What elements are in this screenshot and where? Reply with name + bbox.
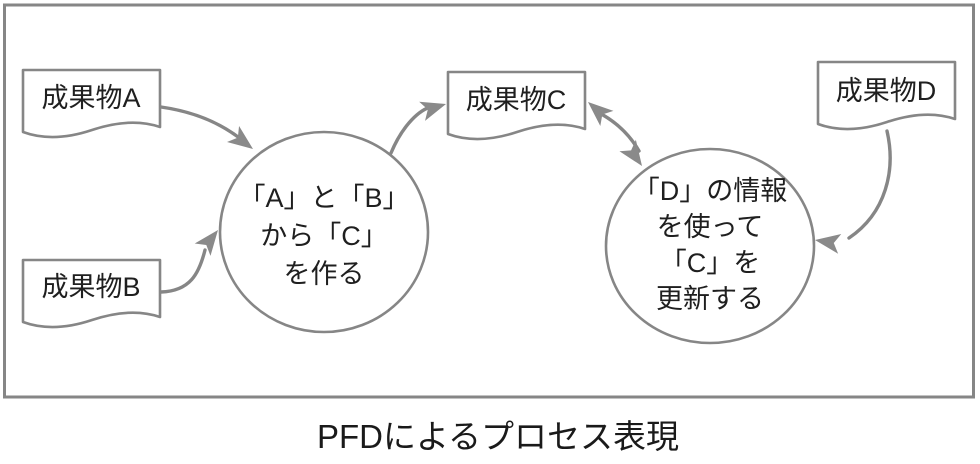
artifact-a-shape bbox=[21, 68, 162, 139]
process-1-circle bbox=[218, 130, 430, 334]
arrow-d-to-process2-head bbox=[815, 234, 842, 254]
diagram-frame bbox=[3, 3, 975, 399]
artifact-b: 成果物B bbox=[21, 258, 162, 329]
arrow-b-to-process1 bbox=[159, 230, 218, 294]
arrow-c-process2-head-down bbox=[619, 139, 642, 166]
arrow-c-process2-bidirectional bbox=[588, 102, 642, 166]
process-2-line-3: 「C」を bbox=[660, 248, 761, 278]
artifact-d-label: 成果物D bbox=[836, 76, 937, 106]
arrow-c-process2-head-up bbox=[588, 102, 614, 126]
process-2-line-2: を使って bbox=[657, 212, 764, 242]
artifact-b-shape bbox=[21, 258, 162, 329]
artifact-b-label: 成果物B bbox=[41, 272, 140, 302]
process-2-line-4: 更新する bbox=[656, 284, 764, 314]
process-1-line-2: から「C」 bbox=[260, 221, 388, 251]
artifact-a-label: 成果物A bbox=[41, 83, 140, 113]
artifact-c-shape bbox=[446, 70, 587, 141]
process-1: 「A」と「B」 から「C」 を作る bbox=[218, 130, 430, 334]
arrow-a-to-process1-head bbox=[227, 125, 253, 149]
arrow-process1-to-c-line bbox=[389, 105, 432, 155]
arrow-d-to-process2-line bbox=[847, 129, 892, 240]
arrow-process1-to-c-head bbox=[419, 101, 446, 121]
artifact-d: 成果物D bbox=[816, 60, 957, 131]
process-2: 「D」の情報 を使って 「C」を 更新する bbox=[604, 147, 816, 345]
process-1-line-1: 「A」と「B」 bbox=[238, 183, 409, 213]
artifact-c: 成果物C bbox=[446, 70, 587, 141]
arrow-b-to-process1-head bbox=[194, 230, 218, 256]
arrow-b-to-process1-line bbox=[159, 248, 207, 294]
artifact-d-shape bbox=[816, 60, 957, 131]
arrow-process1-to-c bbox=[389, 101, 446, 155]
process-2-line-1: 「D」の情報 bbox=[633, 176, 788, 206]
arrow-a-to-process1-line bbox=[159, 105, 244, 142]
diagram-caption: PFDによるプロセス表現 bbox=[317, 418, 679, 455]
arrow-a-to-process1 bbox=[159, 105, 253, 149]
artifact-a: 成果物A bbox=[21, 68, 162, 139]
artifact-c-label: 成果物C bbox=[466, 85, 567, 115]
arrow-d-to-process2 bbox=[815, 129, 892, 254]
process-2-circle bbox=[604, 147, 816, 345]
process-1-line-3: を作る bbox=[284, 259, 365, 289]
